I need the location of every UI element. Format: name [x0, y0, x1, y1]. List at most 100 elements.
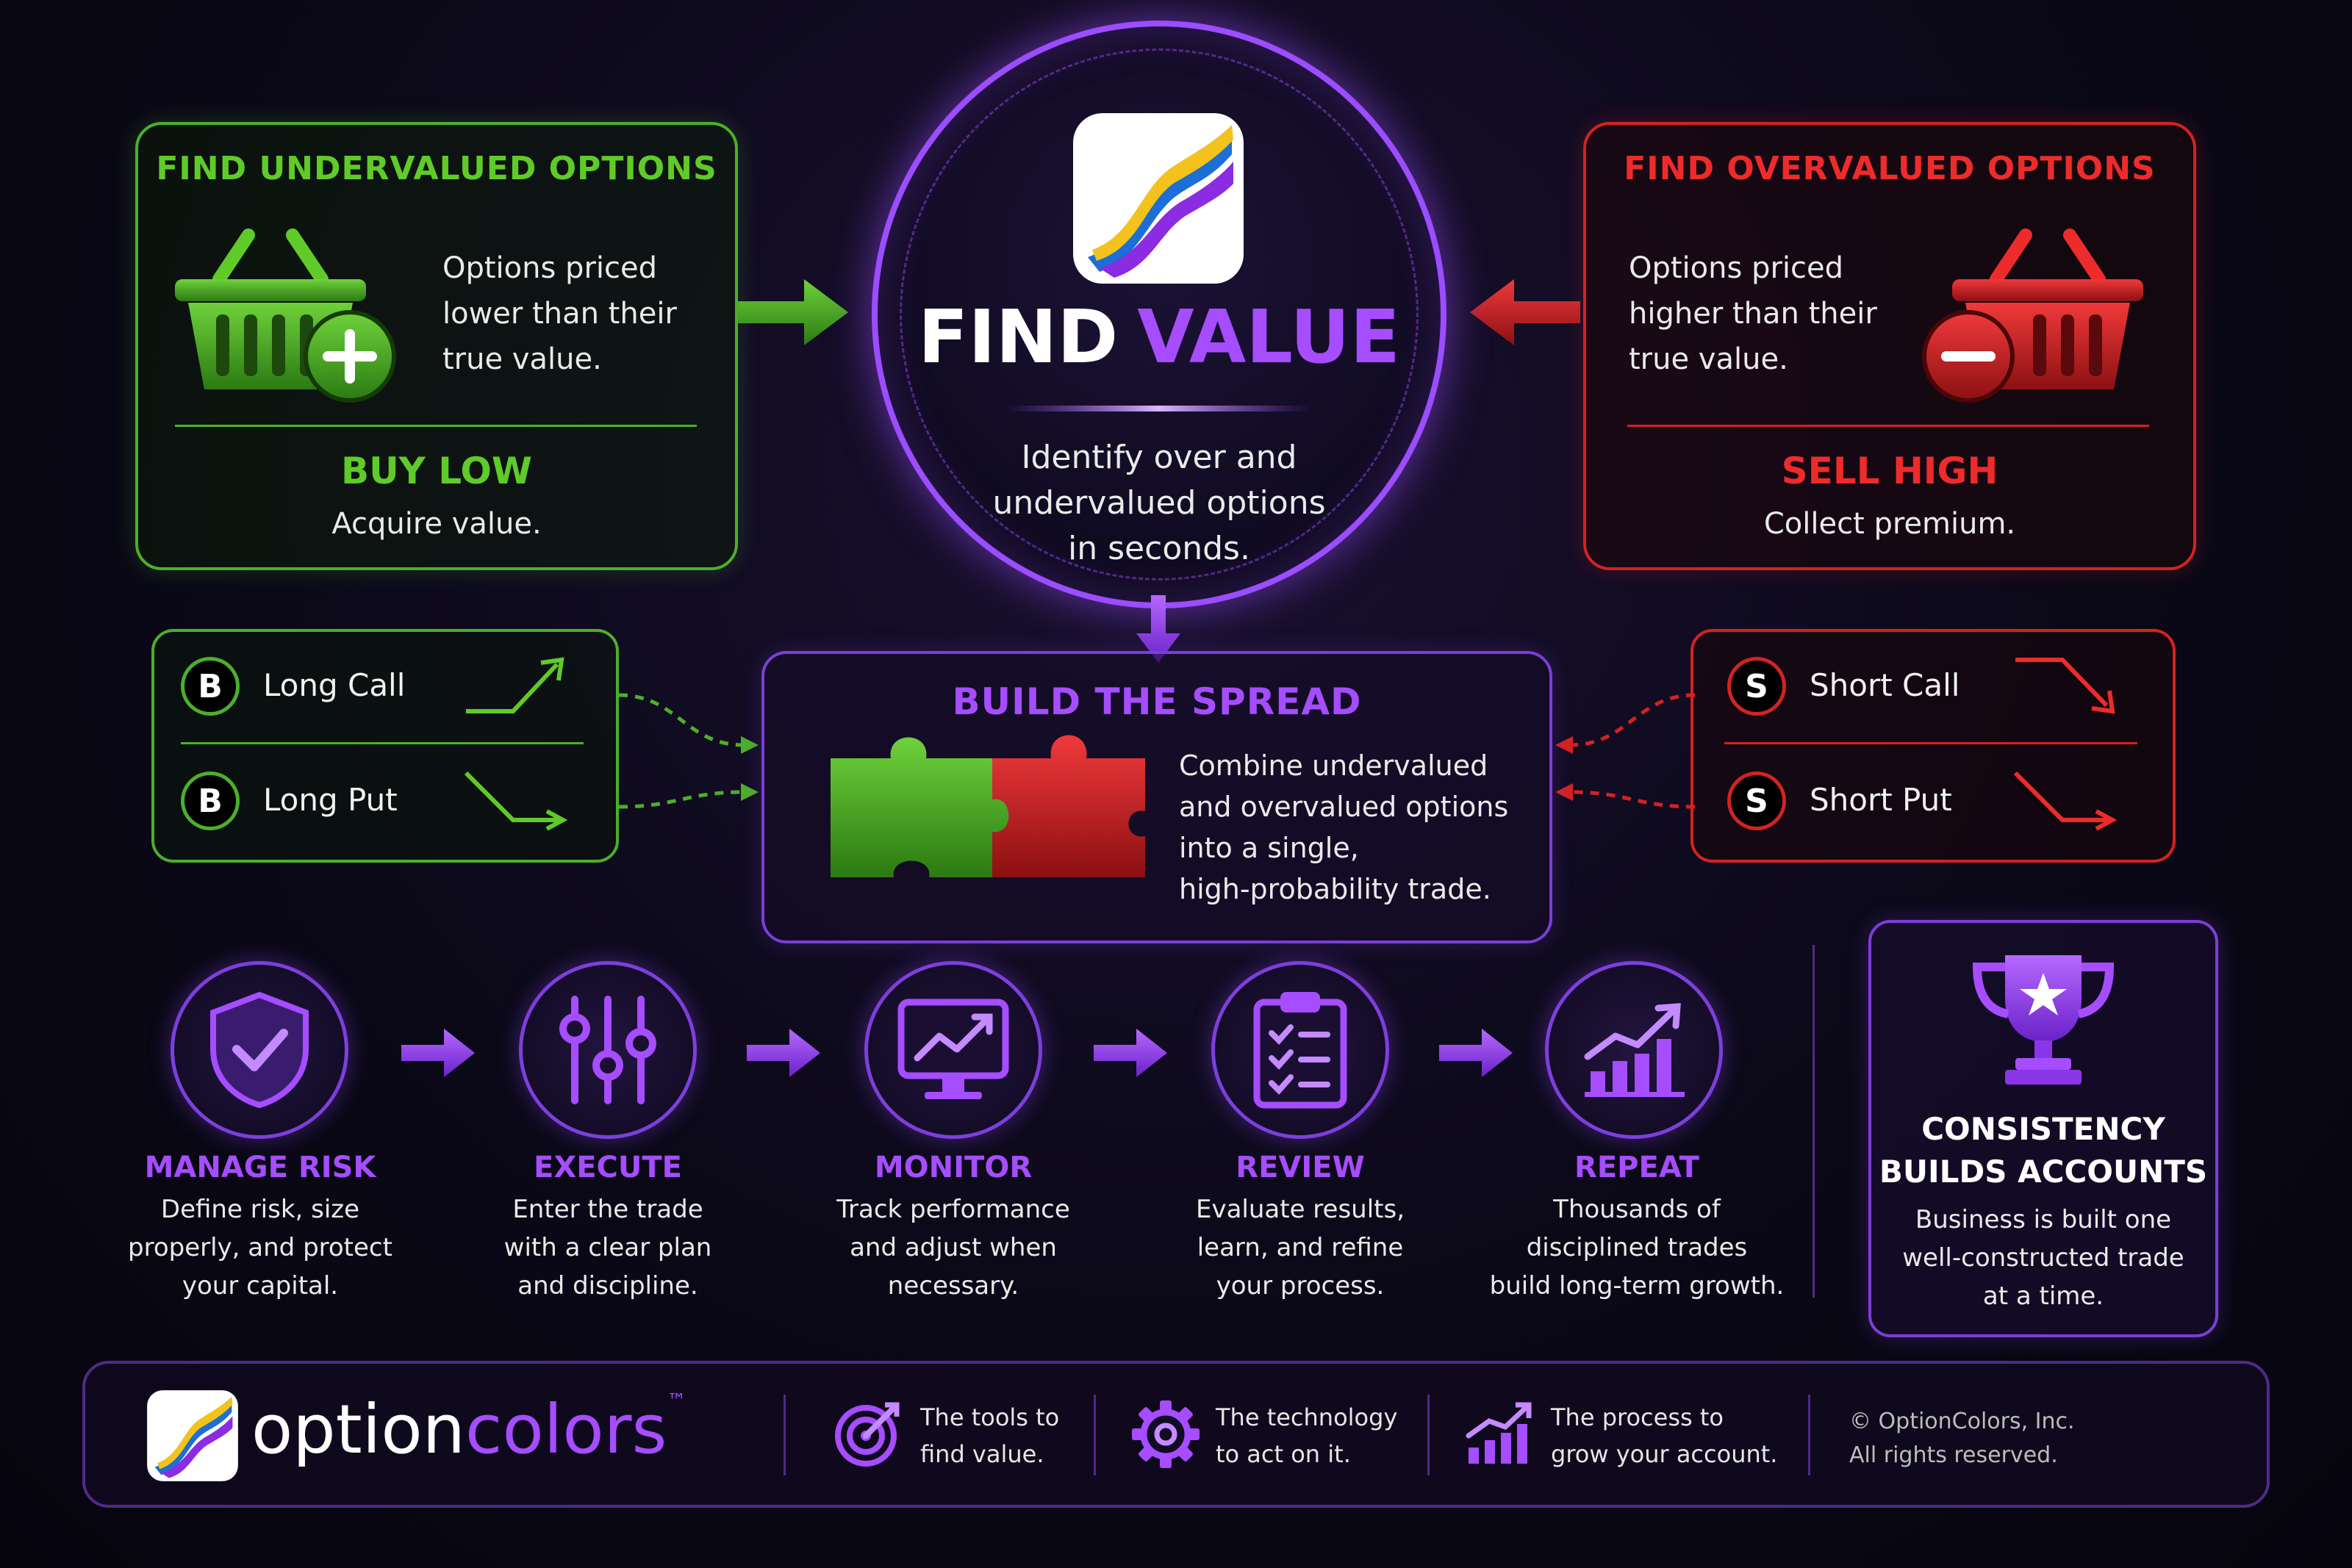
- step-desc-line: learn, and refine: [1197, 1233, 1404, 1262]
- buy-low-description: Acquire value.: [331, 507, 542, 541]
- sliders-icon: [559, 996, 656, 1104]
- undervalued-description: Options priced lower than their true val…: [442, 245, 707, 382]
- trophy-desc-line: at a time.: [1982, 1281, 2104, 1311]
- shopping-basket-plus-icon: [175, 229, 396, 403]
- divider: [784, 1395, 786, 1475]
- arrow-right-icon: [738, 279, 848, 345]
- footer-line: find value.: [920, 1440, 1044, 1468]
- trend-down-icon: [2015, 658, 2115, 714]
- undervalued-desc-line: lower than their: [442, 297, 677, 331]
- long-put-label: Long Put: [263, 782, 398, 818]
- center-desc-line: Identify over and: [1021, 439, 1297, 476]
- overvalued-desc-line: Options priced: [1629, 251, 1843, 285]
- undervalued-title: FIND UNDERVALUED OPTIONS: [156, 150, 717, 187]
- arrow-right-icon: [1439, 1029, 1513, 1077]
- buy-badge: B: [181, 657, 240, 716]
- divider: [1427, 1395, 1430, 1475]
- short-call-label: Short Call: [1810, 667, 1960, 703]
- step-desc-line: necessary.: [887, 1271, 1019, 1301]
- divider: [181, 742, 584, 744]
- build-spread-description: Combine undervalued and overvalued optio…: [1179, 745, 1546, 910]
- step-title: EXECUTE: [534, 1151, 682, 1184]
- footer-line: The technology: [1216, 1403, 1398, 1431]
- step-description: Track performance and adjust when necess…: [806, 1190, 1100, 1305]
- short-put-label: Short Put: [1810, 782, 1952, 818]
- logo-word-option: option: [251, 1390, 465, 1469]
- consistency-title: CONSISTENCY BUILDS ACCOUNTS: [1868, 1108, 2218, 1193]
- find-value-description: Identify over and undervalued options in…: [945, 435, 1373, 572]
- divider: [1808, 1395, 1810, 1475]
- copyright-line: All rights reserved.: [1849, 1442, 2058, 1468]
- step-description: Define risk, size properly, and protect …: [113, 1190, 407, 1305]
- buy-badge: B: [181, 772, 240, 830]
- target-icon: [835, 1402, 900, 1467]
- buy-low-label: BUY LOW: [340, 450, 533, 492]
- center-desc-line: in seconds.: [1068, 530, 1250, 567]
- step-desc-line: and discipline.: [517, 1271, 698, 1301]
- spread-desc-line: Combine undervalued: [1179, 749, 1488, 782]
- footer-line: The process to: [1551, 1403, 1724, 1431]
- bar-chart-icon: [1466, 1402, 1532, 1464]
- footer-line: grow your account.: [1551, 1440, 1778, 1468]
- trophy-title-line: CONSISTENCY: [1921, 1111, 2165, 1147]
- trophy-star-icon: [1972, 955, 2115, 1085]
- overvalued-desc-line: true value.: [1629, 342, 1788, 376]
- overvalued-desc-line: higher than their: [1629, 297, 1877, 331]
- sell-badge: S: [1727, 657, 1786, 716]
- trend-up-icon: [466, 657, 564, 713]
- sell-high-label: SELL HIGH: [1781, 450, 1998, 492]
- spread-desc-line: into a single,: [1179, 832, 1359, 864]
- step-desc-line: Enter the trade: [512, 1195, 703, 1224]
- optioncolors-app-icon: [1073, 113, 1244, 284]
- step-description: Enter the trade with a clear plan and di…: [461, 1190, 755, 1305]
- trend-down-icon: [464, 771, 568, 831]
- optioncolors-wordmark: optioncolors™: [251, 1390, 686, 1469]
- undervalued-desc-line: Options priced: [442, 251, 657, 285]
- divider: [1813, 945, 1815, 1298]
- divider: [1724, 742, 2137, 744]
- step-description: Evaluate results, learn, and refine your…: [1153, 1190, 1447, 1305]
- divider: [1094, 1395, 1096, 1475]
- undervalued-desc-line: true value.: [442, 342, 602, 376]
- find-value-inner-ring: [900, 48, 1419, 580]
- step-title: MANAGE RISK: [144, 1151, 376, 1184]
- monitor-chart-icon: [897, 999, 1009, 1099]
- arrow-down-icon: [1136, 595, 1180, 663]
- divider: [1627, 425, 2149, 427]
- footer-process-text: The process to grow your account.: [1551, 1399, 1777, 1472]
- growth-chart-icon: [1584, 1003, 1685, 1097]
- step-title: REPEAT: [1574, 1151, 1699, 1184]
- trophy-desc-line: Business is built one: [1915, 1205, 2172, 1234]
- overvalued-title: FIND OVERVALUED OPTIONS: [1624, 150, 2156, 187]
- glow-divider: [1004, 406, 1313, 411]
- trend-down-icon: [2013, 771, 2118, 831]
- build-spread-title: BUILD THE SPREAD: [952, 680, 1362, 723]
- spread-desc-line: high-probability trade.: [1179, 873, 1491, 905]
- dashed-connector: [619, 693, 759, 809]
- sell-high-description: Collect premium.: [1763, 507, 2016, 541]
- step-desc-line: Define risk, size: [160, 1195, 360, 1224]
- shield-check-icon: [210, 991, 309, 1109]
- gear-icon: [1132, 1400, 1200, 1468]
- clipboard-checklist-icon: [1253, 992, 1347, 1109]
- logo-trademark: ™: [667, 1390, 686, 1412]
- trophy-title-line: BUILDS ACCOUNTS: [1879, 1154, 2208, 1190]
- find-value-word-value: VALUE: [1137, 294, 1400, 380]
- dashed-connector: [1555, 693, 1695, 809]
- footer-line: to act on it.: [1216, 1440, 1351, 1468]
- step-desc-line: Thousands of: [1553, 1195, 1721, 1224]
- footer-technology-text: The technology to act on it.: [1216, 1399, 1397, 1472]
- arrow-right-icon: [747, 1029, 820, 1077]
- step-desc-line: and adjust when: [850, 1233, 1057, 1262]
- puzzle-pieces-icon: [831, 735, 1145, 877]
- step-desc-line: build long-term growth.: [1489, 1271, 1785, 1301]
- step-title: REVIEW: [1236, 1151, 1365, 1184]
- find-value-word-find: FIND: [918, 294, 1119, 380]
- step-title: MONITOR: [874, 1151, 1033, 1184]
- arrow-right-icon: [401, 1029, 475, 1077]
- step-desc-line: disciplined trades: [1526, 1233, 1748, 1262]
- long-call-label: Long Call: [263, 667, 406, 703]
- sell-badge: S: [1727, 772, 1786, 830]
- shopping-basket-minus-icon: [1922, 229, 2143, 403]
